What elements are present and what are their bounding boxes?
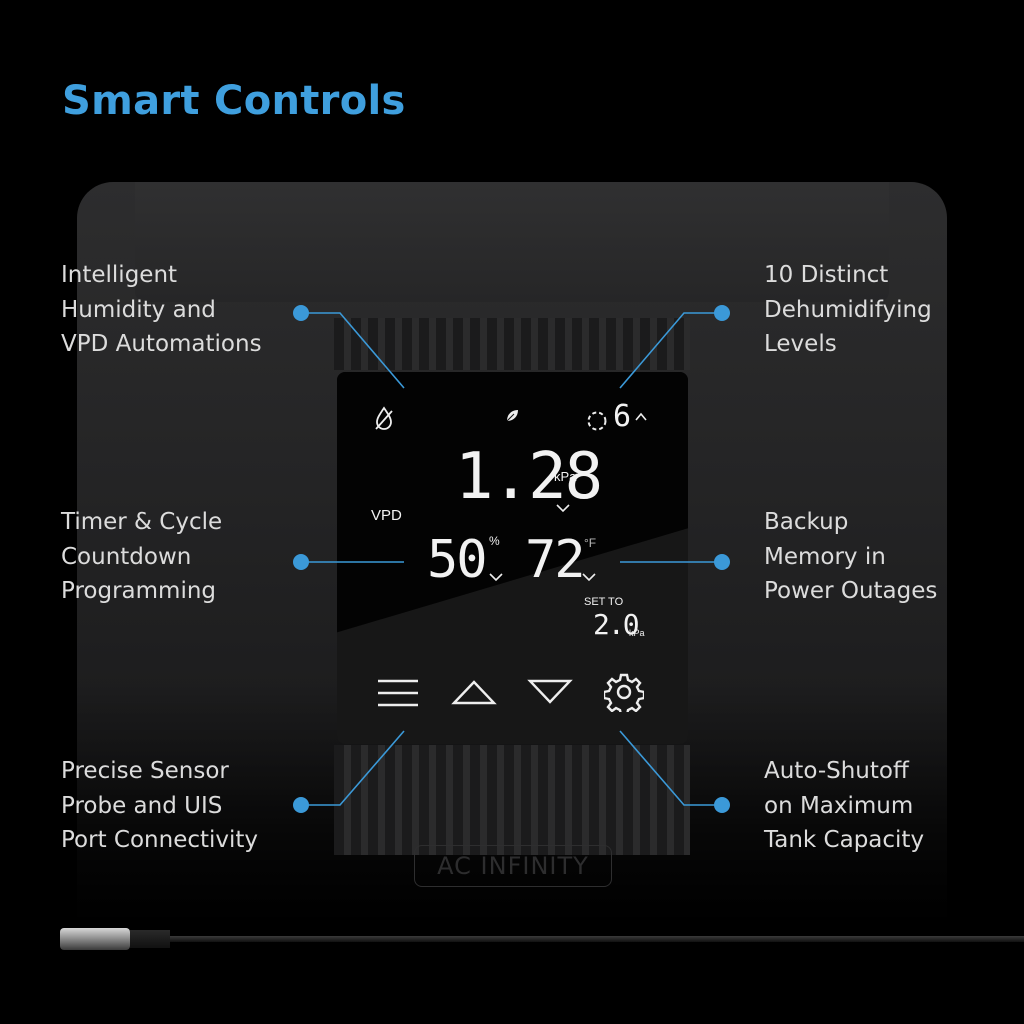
settings-gear-icon[interactable] [604, 672, 644, 712]
vpd-chevron-icon [556, 504, 570, 513]
callout-line: Tank Capacity [764, 827, 925, 853]
top-vent-grille [334, 318, 690, 370]
fan-level-value: 6 [613, 399, 631, 434]
callout-dot [293, 305, 309, 321]
temperature-unit: °F [584, 536, 597, 550]
device-top-lip [135, 182, 889, 302]
callout-line: Intelligent [61, 262, 178, 288]
callout-line: Precise Sensor [61, 758, 229, 784]
setpoint-unit: kPa [629, 628, 645, 638]
humidity-off-icon [375, 406, 393, 430]
callout-sensor-probe: Precise Sensor Probe and UIS Port Connec… [61, 754, 258, 858]
callout-auto-shutoff: Auto-Shutoff on Maximum Tank Capacity [764, 754, 924, 858]
down-arrow-icon[interactable] [527, 678, 573, 706]
temperature-value: 72 [525, 530, 586, 590]
callout-line: Programming [61, 578, 217, 604]
callout-line: on Maximum [764, 792, 914, 819]
humidity-unit: % [489, 534, 500, 548]
vpd-unit: kPa [554, 469, 577, 484]
brand-logo: AC INFINITY [414, 845, 612, 887]
up-arrow-icon[interactable] [451, 678, 497, 706]
level-up-caret-icon [635, 412, 647, 421]
callout-line: Power Outages [764, 578, 938, 604]
sensor-probe-cap [130, 930, 170, 948]
callout-line: Levels [764, 331, 837, 357]
callout-line: Backup [764, 509, 849, 535]
callout-timer-cycle: Timer & Cycle Countdown Programming [61, 505, 222, 609]
callout-line: VPD Automations [61, 331, 262, 357]
menu-icon[interactable] [376, 677, 420, 709]
sensor-probe-tip [60, 928, 130, 950]
leaf-icon [506, 410, 518, 422]
callout-line: Dehumidifying [764, 296, 932, 323]
callout-line: Port Connectivity [61, 827, 259, 853]
temperature-chevron-icon [582, 573, 596, 582]
sensor-probe-cable [170, 936, 1024, 942]
callout-dot [714, 797, 730, 813]
callout-line: Probe and UIS [61, 792, 223, 819]
setpoint-label: SET TO [584, 596, 624, 608]
callout-line: 10 Distinct [764, 262, 889, 288]
vpd-value: 1.28 [455, 440, 603, 514]
callout-backup-memory: Backup Memory in Power Outages [764, 505, 937, 609]
callout-line: Countdown [61, 543, 192, 570]
bottom-vent-grille [334, 745, 690, 855]
callout-dot [293, 797, 309, 813]
humidity-value: 50 [427, 530, 488, 590]
page-title: Smart Controls [62, 78, 406, 124]
humidity-chevron-icon [489, 573, 503, 582]
callout-dehumidifying-levels: 10 Distinct Dehumidifying Levels [764, 258, 932, 362]
controller-screen: 6 VPD 1.28 kPa 50 % 72 °F SET TO 2.0 kPa [337, 372, 688, 744]
mode-label: VPD [371, 507, 402, 524]
callout-line: Humidity and [61, 296, 216, 323]
callout-humidity-vpd-automations: Intelligent Humidity and VPD Automations [61, 258, 262, 362]
callout-dot [714, 305, 730, 321]
callout-dot [714, 554, 730, 570]
setpoint-value: 2.0 [593, 608, 640, 641]
callout-line: Auto-Shutoff [764, 758, 909, 784]
fan-level-icon [587, 411, 607, 431]
callout-line: Timer & Cycle [61, 509, 223, 535]
callout-dot [293, 554, 309, 570]
callout-line: Memory in [764, 543, 886, 570]
